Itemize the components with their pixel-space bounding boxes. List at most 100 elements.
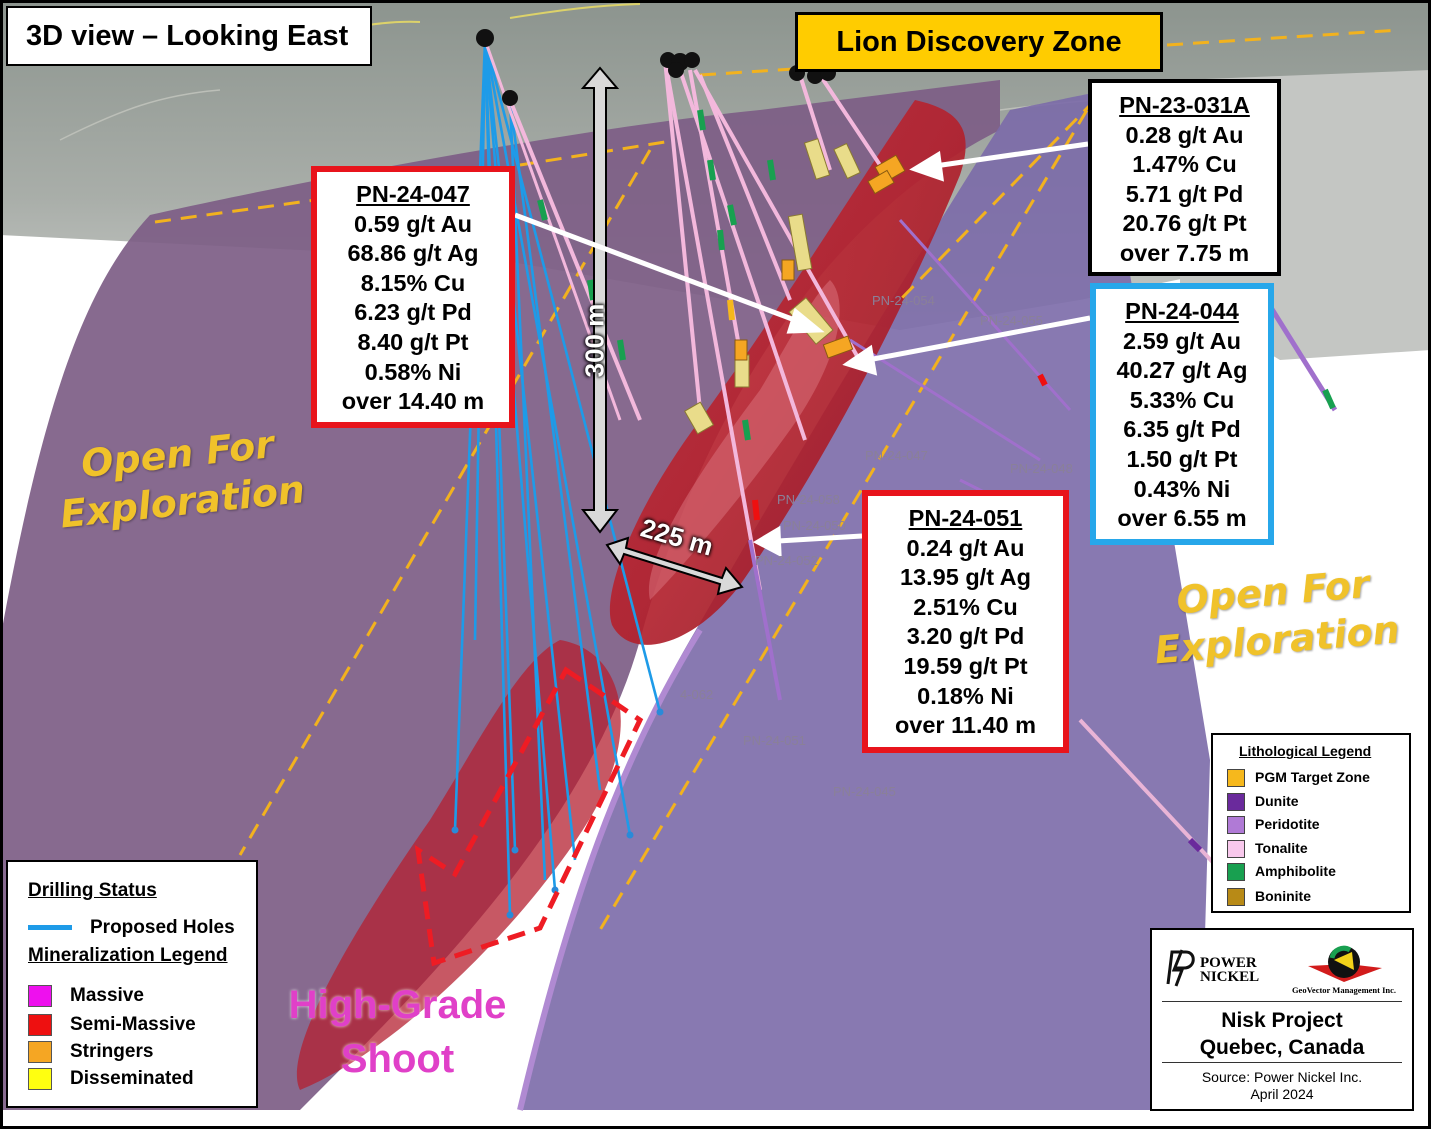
assay-line: 8.15% Cu: [360, 269, 466, 296]
legend-item-pgm: PGM Target Zone: [1227, 767, 1370, 788]
legend-label: Peridotite: [1255, 816, 1320, 832]
assay-line: 13.95 g/t Ag: [899, 564, 1032, 591]
color-swatch: [28, 1067, 52, 1090]
assay-line: 0.24 g/t Au: [906, 534, 1025, 561]
hole-label: PN-24-052: [755, 553, 818, 568]
assay-line: 2.59 g/t Au: [1123, 327, 1241, 354]
divider: [1162, 1001, 1402, 1002]
assay-line: 5.71 g/t Pd: [1125, 180, 1244, 207]
mineralization-legend-title: Mineralization Legend: [28, 945, 228, 966]
legend-item-dunite: Dunite: [1227, 791, 1299, 812]
color-swatch: [1227, 793, 1245, 812]
divider: [1162, 1062, 1402, 1063]
project-location: Quebec, Canada: [1199, 1036, 1365, 1059]
assay-callout-pn-24-044: PN-24-044 2.59 g/t Au 40.27 g/t Ag 5.33%…: [1090, 283, 1274, 545]
legend-label: Stringers: [70, 1041, 154, 1062]
stringer-markers: [734, 154, 906, 361]
geovector-logo-icon: [1308, 945, 1382, 982]
assay-line: 3.20 g/t Pd: [906, 623, 1025, 650]
project-name: Nisk Project: [1221, 1009, 1343, 1032]
color-swatch: [28, 984, 52, 1007]
view-title: 3D view – Looking East: [6, 6, 372, 66]
power-nickel-logo-icon: [1166, 949, 1195, 987]
wordmark-line-2: NICKEL: [1200, 969, 1260, 985]
assay-hole-id: PN-24-047: [356, 181, 470, 207]
legend-label: Proposed Holes: [90, 917, 235, 938]
lithological-legend: Lithological Legend PGM Target Zone Duni…: [1211, 733, 1411, 913]
pgm-target-cylinders: [684, 138, 861, 435]
shoot-line-1: High-Grade: [288, 983, 507, 1027]
color-swatch: [1227, 888, 1245, 907]
legend-item-boninite: Boninite: [1227, 886, 1311, 907]
legend-label: Dunite: [1255, 793, 1299, 809]
high-grade-shoot-arrow: [414, 666, 644, 967]
wordmark-line-1: POWER: [1200, 955, 1257, 971]
assay-line: 5.33% Cu: [1129, 386, 1235, 413]
assay-line: 0.43% Ni: [1133, 475, 1231, 502]
assay-line: 20.76 g/t Pt: [1122, 210, 1247, 237]
legend-item-peridotite: Peridotite: [1227, 814, 1320, 835]
legend-item-semi-massive: Semi-Massive: [28, 1013, 196, 1037]
legend-item-massive: Massive: [28, 984, 144, 1008]
assay-line: 0.18% Ni: [917, 682, 1014, 709]
color-swatch: [1227, 863, 1245, 882]
legend-label: Massive: [70, 985, 144, 1006]
assay-callout-pn-23-031a: PN-23-031A 0.28 g/t Au 1.47% Cu 5.71 g/t…: [1088, 79, 1281, 276]
project-info-box: POWER NICKEL GeoVector Management Inc. N…: [1150, 928, 1414, 1111]
assay-line: 0.59 g/t Au: [354, 210, 472, 237]
assay-hole-id: PN-24-051: [908, 505, 1023, 531]
legend-label: Disseminated: [70, 1068, 194, 1089]
hole-label: PN-24-058: [777, 492, 840, 507]
dimension-arrow-225: [605, 536, 744, 596]
legend-label: Tonalite: [1255, 840, 1308, 856]
dimension-arrow-300: [580, 66, 620, 534]
legend-item-disseminated: Disseminated: [28, 1067, 194, 1091]
assay-line: 1.47% Cu: [1132, 151, 1237, 178]
hole-label: PN-24-047: [865, 448, 928, 463]
assay-line: 68.86 g/t Ag: [347, 240, 479, 267]
color-swatch: [28, 1013, 52, 1036]
dimension-label-vertical: 300 m: [579, 303, 610, 378]
hole-label: PN-24-050: [783, 518, 846, 533]
leader-arrows: [514, 141, 1091, 558]
assay-line: 6.23 g/t Pd: [354, 299, 472, 326]
color-swatch: [1227, 769, 1245, 788]
drill-core-intervals: [537, 109, 1336, 853]
assay-line: 0.58% Ni: [364, 358, 462, 385]
drilling-legend: Drilling Status Proposed Holes Mineraliz…: [6, 860, 258, 1108]
shoot-line-2: Shoot: [340, 1037, 455, 1081]
legend-label: Semi-Massive: [70, 1014, 196, 1035]
hole-label: 4-062: [680, 687, 714, 702]
assay-hole-id: PN-24-044: [1125, 298, 1239, 324]
legend-item-amphibolite: Amphibolite: [1227, 861, 1336, 882]
assay-line: 8.40 g/t Pt: [357, 328, 469, 355]
date-text: April 2024: [1250, 1086, 1314, 1102]
assay-hole-id: PN-23-031A: [1119, 92, 1250, 118]
legend-item-proposed: Proposed Holes: [28, 916, 235, 940]
assay-line: over 11.40 m: [894, 712, 1037, 739]
hole-label: PN-24-054: [872, 293, 935, 308]
legend-item-tonalite: Tonalite: [1227, 838, 1308, 859]
high-grade-shoot-label: High-Grade Shoot: [270, 978, 525, 1086]
assay-callout-pn-24-047: PN-24-047 0.59 g/t Au 68.86 g/t Ag 8.15%…: [311, 166, 515, 428]
drilling-legend-title: Drilling Status: [28, 880, 157, 901]
assay-line: over 6.55 m: [1117, 505, 1247, 532]
assay-callout-pn-24-051: PN-24-051 0.24 g/t Au 13.95 g/t Ag 2.51%…: [862, 490, 1069, 753]
assay-line: 6.35 g/t Pd: [1123, 416, 1241, 443]
color-swatch: [1227, 840, 1245, 859]
hole-label: PN-24-045: [833, 784, 896, 799]
intrusion-edge: [517, 628, 703, 1111]
assay-line: 2.51% Cu: [913, 593, 1018, 620]
assay-line: over 14.40 m: [341, 388, 485, 415]
color-swatch: [28, 1040, 52, 1063]
proposed-hole-swatch: [28, 925, 72, 931]
assay-line: 19.59 g/t Pt: [903, 652, 1028, 679]
litho-legend-title: Lithological Legend: [1239, 743, 1372, 759]
hole-label: PN-24-051: [743, 733, 806, 748]
zone-title: Lion Discovery Zone: [795, 12, 1163, 72]
assay-line: over 7.75 m: [1119, 239, 1250, 266]
lion-zone-shell-highlight: [648, 280, 840, 600]
legend-label: Boninite: [1255, 888, 1311, 904]
